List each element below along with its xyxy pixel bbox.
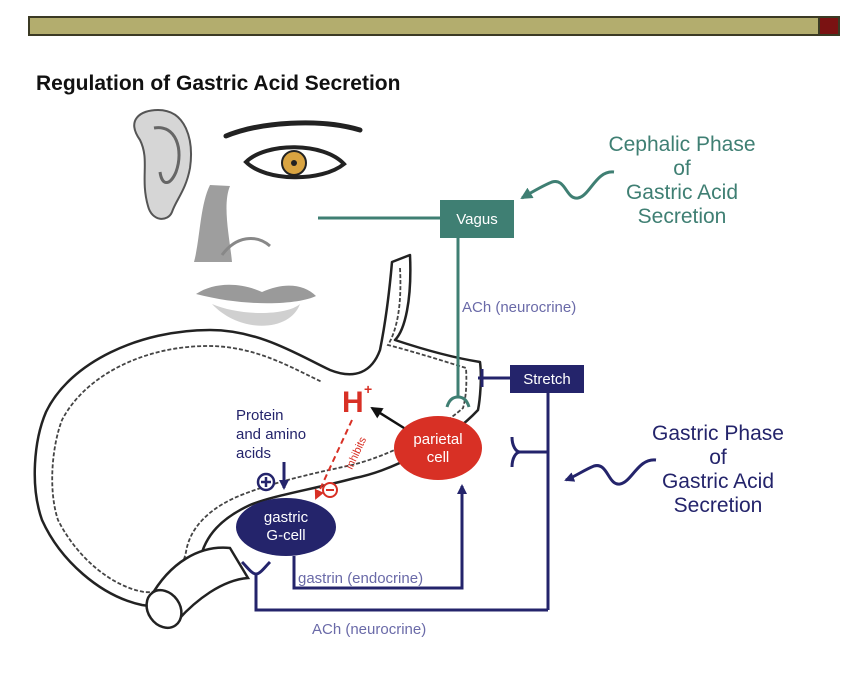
eyebrow-icon [223, 120, 363, 139]
vagus-box [440, 200, 514, 238]
hydrogen-ion-charge: + [364, 381, 372, 397]
ach-top-label: ACh (neurocrine) [462, 299, 576, 316]
hydrogen-ion-label: H [342, 386, 364, 419]
slide-title: Regulation of Gastric Acid Secretion [36, 72, 401, 95]
gastric-line-2: of [709, 446, 727, 469]
eye-icon [243, 145, 347, 180]
vagus-label: Vagus [456, 211, 497, 228]
parietal-to-h-arrow [370, 406, 405, 430]
protein-line-2: and amino [236, 426, 306, 443]
gastric-phase-label: Gastric Phase of Gastric Acid Secretion [652, 422, 784, 517]
vagus-synapse-fork [445, 395, 471, 408]
protein-line-1: Protein [236, 407, 284, 424]
stomach-illustration [33, 253, 483, 630]
protein-line-3: acids [236, 445, 271, 462]
gastric-g-cell [236, 498, 336, 556]
gcell-line-2: G-cell [266, 527, 305, 544]
cephalic-line-4: Secretion [638, 205, 727, 228]
header-bar-accent [818, 16, 840, 36]
cephalic-phase-label: Cephalic Phase of Gastric Acid Secretion [608, 133, 755, 228]
ear-icon [133, 108, 192, 220]
gastric-line-1: Gastric Phase [652, 422, 784, 445]
h-inhibits-arrow [314, 419, 353, 500]
gastric-line-3: Gastric Acid [662, 470, 774, 493]
cephalic-squiggle-arrow [520, 170, 615, 200]
stretch-label: Stretch [523, 371, 571, 388]
gastrin-label: gastrin (endocrine) [298, 570, 423, 587]
ach-bottom-line [254, 574, 548, 612]
plus-stimulate-icon [256, 472, 276, 492]
cephalic-line-2: of [673, 157, 691, 180]
ach-bottom-label: ACh (neurocrine) [312, 621, 426, 638]
parietal-line-2: cell [427, 449, 450, 466]
gcell-synapse-fork [240, 560, 272, 576]
gastric-line-4: Secretion [674, 494, 763, 517]
gcell-line-1: gastric [264, 509, 309, 526]
parietal-cell [394, 416, 482, 480]
cephalic-line-1: Cephalic Phase [608, 133, 755, 156]
gastric-squiggle-arrow [564, 458, 657, 486]
nose-icon [194, 185, 271, 262]
lips-icon [196, 284, 316, 326]
gastrin-line [292, 484, 467, 590]
stretch-box [510, 365, 584, 393]
cephalic-line-3: Gastric Acid [626, 181, 738, 204]
parietal-line-1: parietal [413, 431, 462, 448]
face-illustration [133, 108, 363, 326]
stretch-synapse-fork [510, 436, 521, 468]
